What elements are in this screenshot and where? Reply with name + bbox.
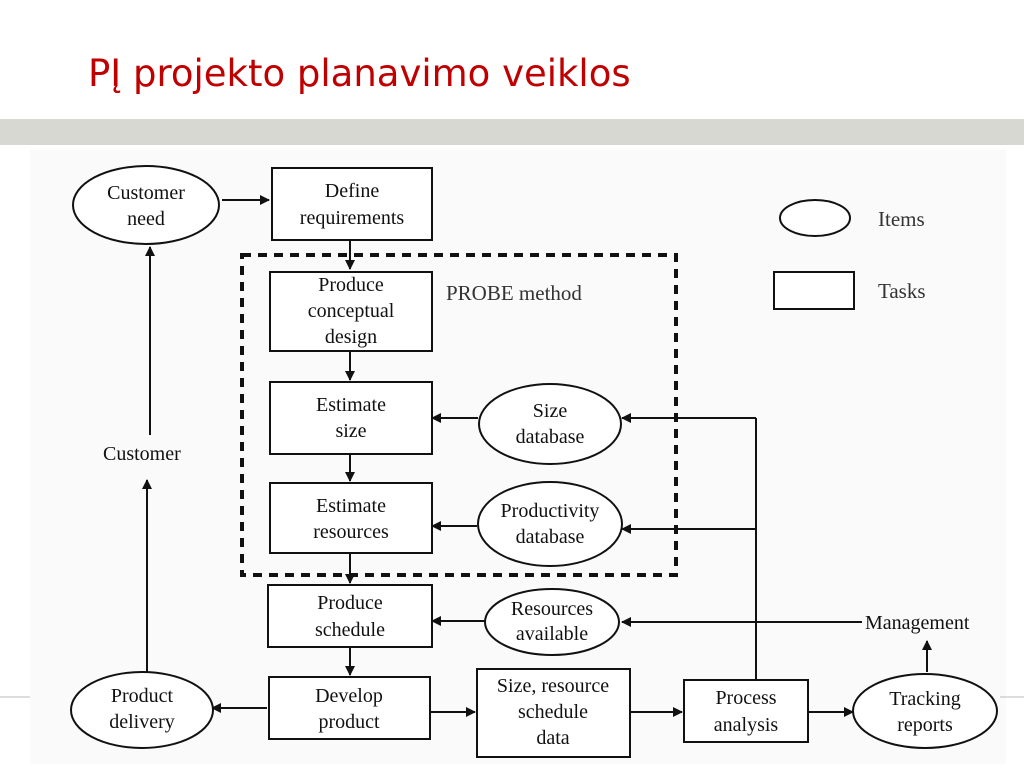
legend: Items Tasks [773,199,926,310]
task-size-resource-schedule-data-line3: data [536,727,569,749]
title-divider-bar [0,119,1024,145]
task-estimate-size-line2: size [335,420,366,442]
task-estimate-size-line1: Estimate [316,394,386,416]
task-size-resource-schedule-data: Size, resource schedule data [476,668,631,758]
item-size-database-line1: Size [533,400,568,422]
probe-method-boundary [240,253,678,577]
task-estimate-resources-line1: Estimate [316,495,386,517]
task-define-requirements: Define requirements [271,167,433,241]
legend-task-symbol [773,271,855,310]
task-process-analysis: Process analysis [683,679,809,743]
task-produce-schedule: Produce schedule [267,584,433,648]
task-estimate-size: Estimate size [269,381,433,455]
item-productivity-database-line2: database [516,526,585,548]
item-resources-available-line1: Resources [511,598,593,620]
legend-item-symbol [779,199,851,237]
task-size-resource-schedule-data-line1: Size, resource [497,675,609,697]
item-size-database-line2: database [516,426,585,448]
task-produce-conceptual-design-line2: conceptual [308,300,395,322]
item-resources-available-line2: available [516,623,588,645]
label-management: Management [865,612,970,634]
connectors [142,195,932,717]
probe-method-label: PROBE method [446,281,582,305]
item-customer-need-line1: Customer [107,182,185,204]
task-produce-conceptual-design-line3: design [325,326,377,348]
task-develop-product-line1: Develop [315,685,383,707]
item-customer-need-line2: need [127,208,165,230]
legend-items-label: Items [878,207,925,231]
task-process-analysis-line2: analysis [714,714,779,736]
item-tracking-reports-line1: Tracking [889,688,960,710]
task-develop-product-line2: product [318,711,380,733]
item-customer-need: Customer need [72,165,220,245]
task-size-resource-schedule-data-line2: schedule [518,701,588,723]
item-product-delivery: Product delivery [70,671,214,749]
task-develop-product: Develop product [268,676,431,740]
task-produce-conceptual-design-line1: Produce [318,274,384,296]
task-define-requirements-line2: requirements [300,207,405,229]
task-estimate-resources: Estimate resources [269,482,433,554]
item-productivity-database-line1: Productivity [501,500,600,522]
task-process-analysis-line1: Process [715,687,776,709]
item-resources-available: Resources available [484,588,620,656]
task-estimate-resources-line2: resources [313,521,389,543]
task-produce-schedule-line1: Produce [317,592,383,614]
item-product-delivery-line2: delivery [109,711,175,733]
task-produce-conceptual-design: Produce conceptual design [269,271,433,352]
task-define-requirements-line1: Define [325,180,380,202]
item-tracking-reports: Tracking reports [852,673,998,749]
item-size-database: Size database [478,383,622,465]
slide-title: PĮ projekto planavimo veiklos [88,52,631,95]
task-produce-schedule-line2: schedule [315,619,385,641]
item-tracking-reports-line2: reports [897,714,953,736]
item-productivity-database: Productivity database [477,481,623,567]
item-product-delivery-line1: Product [111,685,174,707]
legend-tasks-label: Tasks [878,279,926,303]
label-customer: Customer [103,443,181,465]
